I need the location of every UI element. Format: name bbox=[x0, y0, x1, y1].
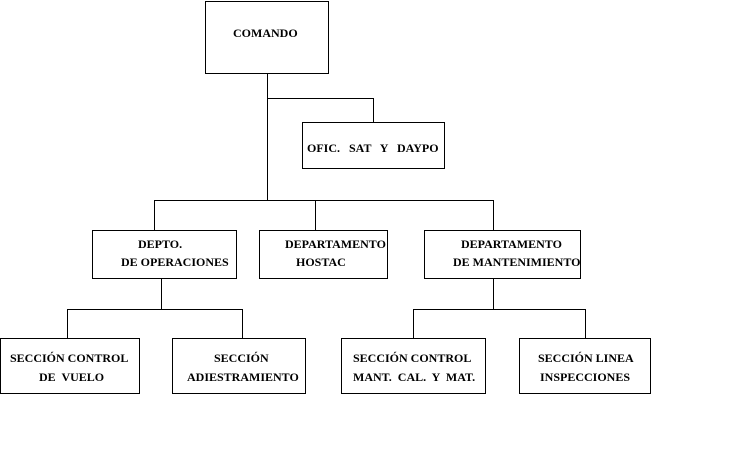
comando-label: COMANDO bbox=[233, 26, 298, 40]
connector-line bbox=[373, 98, 374, 122]
connector-line bbox=[161, 278, 162, 309]
connector-line bbox=[413, 309, 586, 310]
connector-line bbox=[413, 309, 414, 338]
depto-hostac-box: DEPARTAMENTO HOSTAC bbox=[259, 230, 388, 279]
connector-line bbox=[242, 309, 243, 338]
comando-box: COMANDO bbox=[205, 1, 329, 74]
ofic-sat-daypo-box: OFIC. SAT Y DAYPO bbox=[302, 122, 445, 169]
ofic-label: OFIC. SAT Y DAYPO bbox=[307, 141, 439, 155]
seccion-adiestramiento-box: SECCIÓN ADIESTRAMIENTO bbox=[172, 338, 306, 394]
connector-line bbox=[315, 200, 316, 230]
connector-line bbox=[267, 98, 374, 99]
depto-operaciones-box: DEPTO. DE OPERACIONES bbox=[92, 230, 237, 279]
seccion-control-vuelo-line1: SECCIÓN CONTROL bbox=[10, 351, 129, 365]
seccion-linea-line1: SECCIÓN LINEA bbox=[538, 351, 634, 365]
seccion-control-mant-line1: SECCIÓN CONTROL bbox=[353, 351, 472, 365]
connector-line bbox=[67, 309, 243, 310]
connector-line bbox=[154, 200, 494, 201]
connector-line bbox=[585, 309, 586, 338]
seccion-control-mant-line2: MANT. CAL. Y MAT. bbox=[353, 370, 476, 384]
connector-line bbox=[493, 278, 494, 309]
depto-hostac-line1: DEPARTAMENTO bbox=[285, 237, 386, 251]
connector-line bbox=[493, 200, 494, 230]
seccion-control-mant-box: SECCIÓN CONTROL MANT. CAL. Y MAT. bbox=[341, 338, 486, 394]
connector-line bbox=[267, 73, 268, 200]
depto-mantenimiento-box: DEPARTAMENTO DE MANTENIMIENTO bbox=[424, 230, 581, 279]
seccion-control-vuelo-box: SECCIÓN CONTROL DE VUELO bbox=[0, 338, 140, 394]
depto-operaciones-line2: DE OPERACIONES bbox=[121, 255, 229, 269]
depto-mantenimiento-line1: DEPARTAMENTO bbox=[461, 237, 562, 251]
connector-line bbox=[154, 200, 155, 230]
connector-line bbox=[67, 309, 68, 338]
depto-mantenimiento-line2: DE MANTENIMIENTO bbox=[453, 255, 581, 269]
seccion-adiestramiento-line1: SECCIÓN bbox=[214, 351, 269, 365]
depto-operaciones-line1: DEPTO. bbox=[138, 237, 183, 251]
seccion-linea-line2: INSPECCIONES bbox=[540, 370, 631, 384]
seccion-control-vuelo-line2: DE VUELO bbox=[39, 370, 105, 384]
depto-hostac-line2: HOSTAC bbox=[296, 255, 346, 269]
seccion-linea-box: SECCIÓN LINEA INSPECCIONES bbox=[519, 338, 651, 394]
seccion-adiestramiento-line2: ADIESTRAMIENTO bbox=[187, 370, 299, 384]
